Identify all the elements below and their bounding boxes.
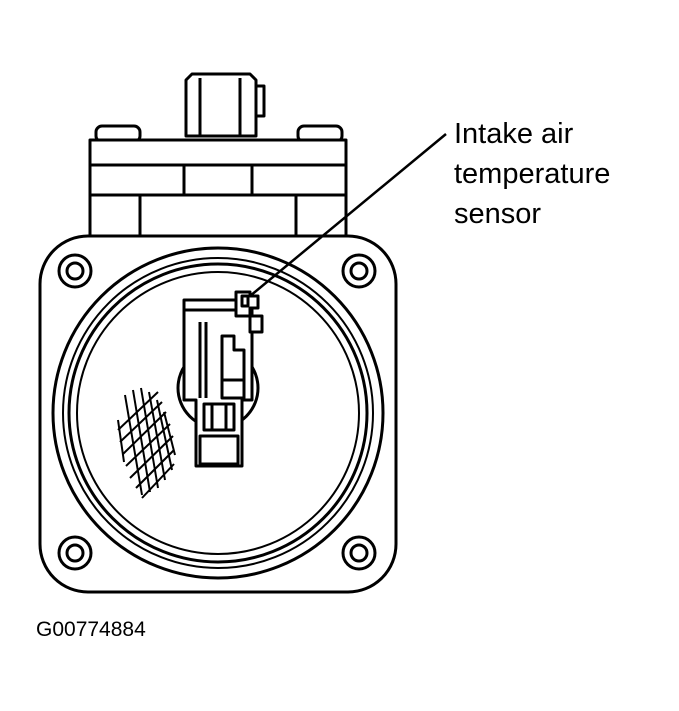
figure-code: G00774884 [36, 618, 146, 641]
callout-label-line2: temperature [454, 158, 610, 190]
bolt-hole-top-right [341, 253, 377, 289]
callout-label-line1: Intake air [454, 118, 574, 150]
bolt-hole-top-left [57, 253, 93, 289]
callout-leader [249, 133, 447, 297]
bolt-hole-bottom-right [341, 535, 377, 571]
bolt-hole-bottom-left [57, 535, 93, 571]
air-passage [51, 246, 385, 580]
bolt-holes [57, 253, 377, 571]
sensor-probe [182, 290, 264, 468]
screen-mesh [117, 387, 176, 499]
callout-label-line3: sensor [454, 198, 541, 230]
intake-air-temperature-sensor [234, 290, 264, 334]
top-connector [88, 72, 348, 242]
